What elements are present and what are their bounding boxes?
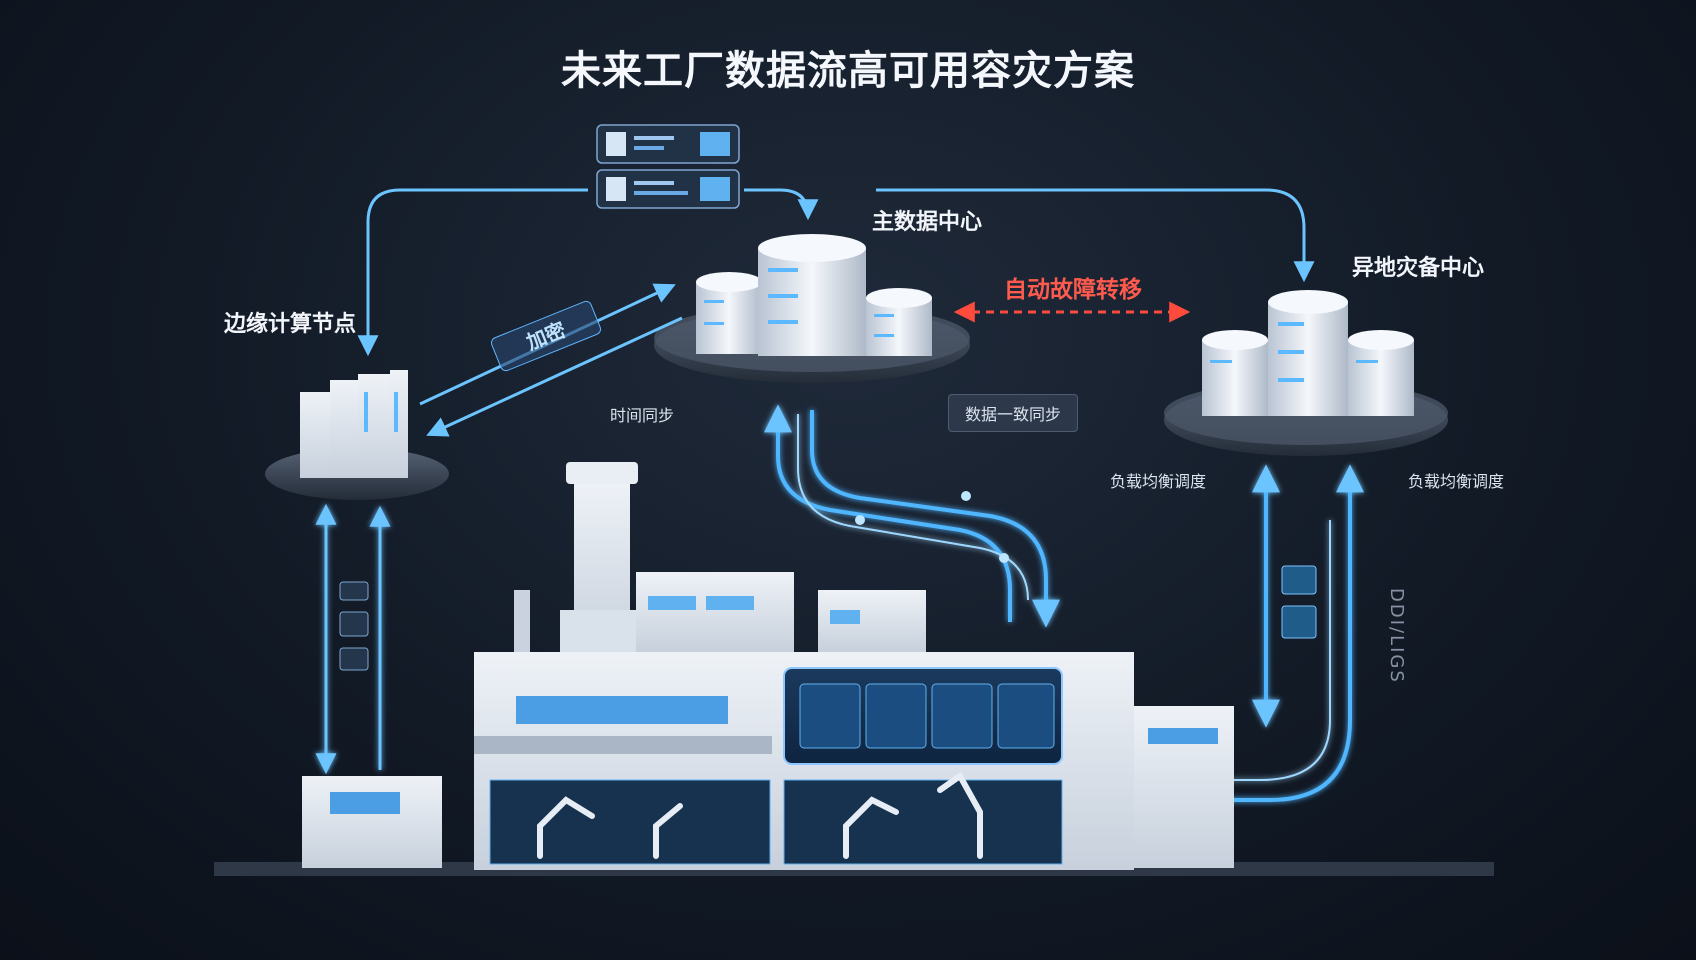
robot-arm-icon [537,771,983,859]
time-sync-label: 时间同步 [610,406,675,425]
load-balance-left-label: 负载均衡调度 [1110,472,1207,491]
top-flow-arrows [357,188,1315,357]
backup-side-panels [1281,565,1317,639]
side-vertical-label: DDI/LIGS [1386,588,1407,684]
edge-node-label: 边缘计算节点 [224,312,357,337]
failover-label: 自动故障转移 [1004,277,1142,303]
backup-data-center [1164,290,1448,456]
flow-nodes [855,491,1009,563]
factory-complex [214,462,1494,876]
primary-data-center [654,234,970,383]
server-stack-icon [696,234,932,356]
page-title: 未来工厂数据流高可用容灾方案 [561,48,1135,94]
server-stack-icon [1202,290,1414,416]
top-monitor-panels [596,124,740,209]
primary-data-center-label: 主数据中心 [872,210,983,235]
edge-computing-node [265,370,449,500]
consistency-sync-tag: 数据一致同步 [948,394,1079,432]
primary-factory-flow [764,404,1060,628]
load-balance-right-label: 负载均衡调度 [1408,472,1505,491]
backup-factory-flow [1108,464,1364,802]
backup-data-center-label: 异地灾备中心 [1352,256,1485,281]
edge-factory-link [315,503,391,775]
data-panel-icon [339,581,369,671]
